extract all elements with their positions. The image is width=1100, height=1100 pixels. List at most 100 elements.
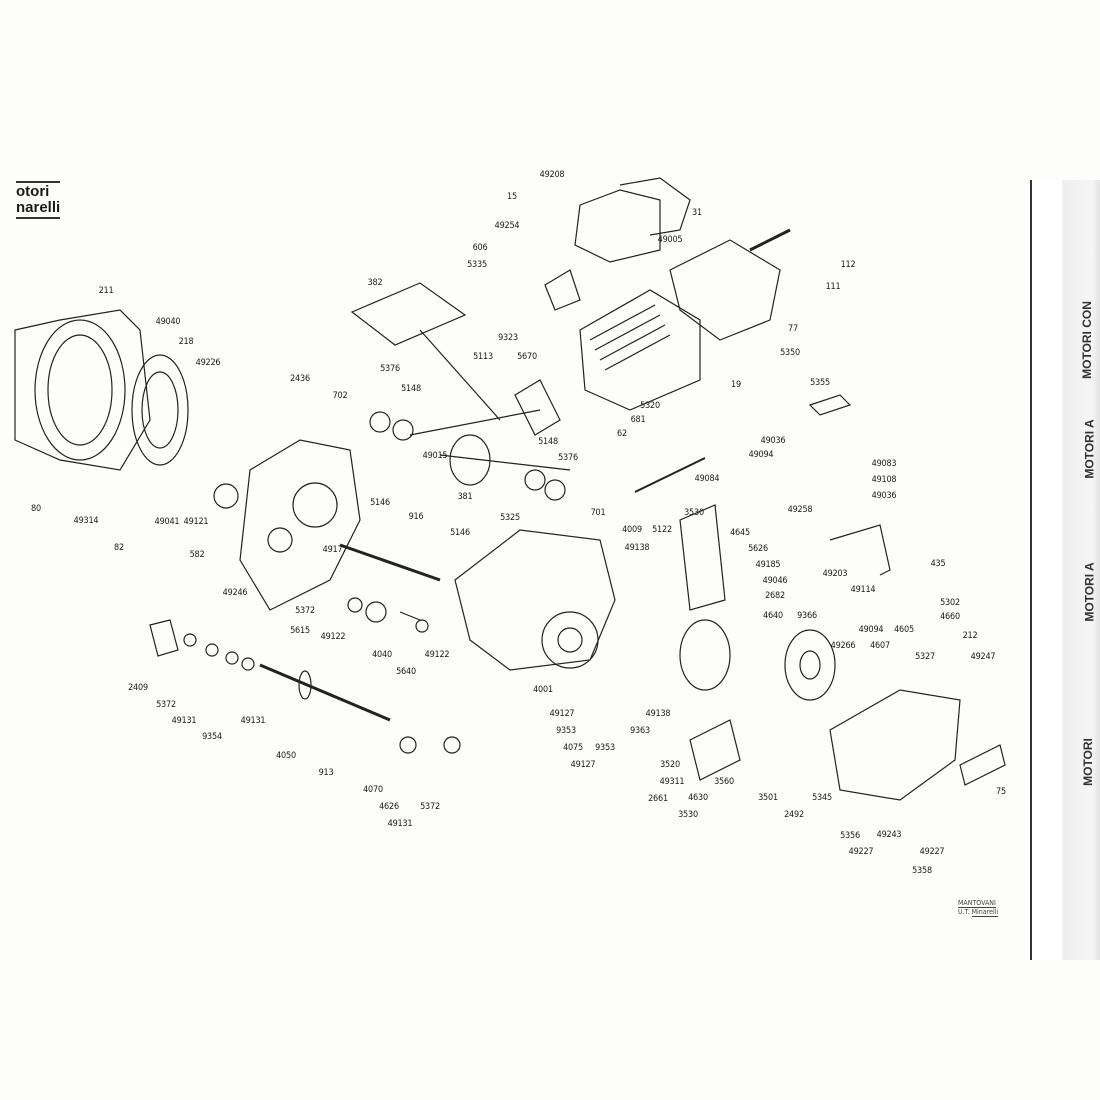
part-label-5113: 5113 [473,352,493,362]
part-label-5146: 5146 [450,528,470,538]
gasket-75-shape [959,744,1006,786]
right-crankcase-shape [454,529,616,671]
stator-shape [131,354,189,466]
part-label-5372: 5372 [156,700,176,710]
part-label-5148: 5148 [401,384,421,394]
side-text-2: MOTORI A [1082,419,1097,479]
stamp-prefix: U.T. [958,908,970,916]
part-label-49314: 49314 [73,516,99,526]
part-label-4605: 4605 [894,625,914,635]
part-label-111: 111 [825,282,841,292]
part-label-9353: 9353 [556,726,576,736]
side-strip [1030,180,1100,960]
part-label-5327: 5327 [915,652,935,662]
part-label-49138: 49138 [624,543,650,553]
part-label-49138: 49138 [645,709,671,719]
part-label-4001: 4001 [533,685,553,695]
part-label-49094: 49094 [748,450,774,460]
part-label-49015: 49015 [422,451,448,461]
clutch-shoe-shape [679,504,726,611]
part-label-82: 82 [114,543,124,553]
exhaust-flange-shape [808,394,852,416]
sprocket-shape [213,483,239,509]
part-label-4626: 4626 [379,802,399,812]
part-label-2409: 2409 [128,683,148,693]
part-label-77: 77 [788,324,798,334]
part-label-4640: 4640 [763,611,783,621]
part-label-49040: 49040 [155,317,181,327]
part-label-49254: 49254 [494,221,520,231]
part-label-4607: 4607 [870,641,890,651]
main-shaft-shape [259,663,391,722]
part-label-2436: 2436 [290,374,310,384]
part-label-5302: 5302 [940,598,960,608]
logo-line-1: otori [16,183,50,200]
part-label-49083: 49083 [871,459,897,469]
part-label-5372: 5372 [295,606,315,616]
approval-stamp: MANTOVANI U.T. Minarelli [958,899,999,917]
part-label-49108: 49108 [871,475,897,485]
part-label-3530: 3530 [684,508,704,518]
crankshaft-shape [409,409,571,471]
part-label-49177: 49177 [322,545,348,555]
part-label-5350: 5350 [780,348,800,358]
part-label-49131: 49131 [387,819,413,829]
logo-line-2: narelli [16,199,61,216]
part-label-49094: 49094 [858,625,884,635]
part-label-49122: 49122 [424,650,450,660]
part-label-2661: 2661 [648,794,668,804]
part-label-5355: 5355 [810,378,830,388]
part-label-3501: 3501 [758,793,778,803]
part-label-913: 913 [318,768,334,778]
part-label-49266: 49266 [830,641,856,651]
part-label-5626: 5626 [748,544,768,554]
part-label-5148: 5148 [538,437,558,447]
part-label-681: 681 [630,415,646,425]
part-label-19: 19 [731,380,741,390]
part-label-702: 702 [332,391,348,401]
part-label-5320: 5320 [640,401,660,411]
part-label-9363: 9363 [630,726,650,736]
bush-shape [149,619,179,657]
part-label-49208: 49208 [539,170,565,180]
minarelli-logo: otori narelli [16,181,61,219]
part-label-112: 112 [840,260,856,270]
stud-shape [634,457,706,493]
gear-shape [541,611,599,669]
part-label-49127: 49127 [570,760,596,770]
part-label-75: 75 [996,787,1006,797]
carburettor-shape [574,189,661,263]
part-label-3560: 3560 [714,777,734,787]
side-text-3: MOTORI A [1082,562,1097,622]
part-label-31: 31 [692,208,702,218]
part-label-49127: 49127 [549,709,575,719]
cylinder-head-shape [669,239,781,341]
part-label-582: 582 [189,550,205,560]
part-label-62: 62 [617,429,627,439]
part-label-49122: 49122 [320,632,346,642]
part-label-49243: 49243 [876,830,902,840]
part-label-381: 381 [457,492,473,502]
part-label-49227: 49227 [848,847,874,857]
part-label-49185: 49185 [755,560,781,570]
part-label-211: 211 [98,286,114,296]
part-label-49036: 49036 [760,436,786,446]
conrod-box [350,282,467,346]
part-label-49084: 49084 [694,474,720,484]
part-label-3530: 3530 [678,810,698,820]
clutch-plate-shape [689,719,741,781]
part-label-2492: 2492 [784,810,804,820]
part-label-5358: 5358 [912,866,932,876]
part-label-3520: 3520 [660,760,680,770]
part-label-2682: 2682 [765,591,785,601]
part-label-5615: 5615 [290,626,310,636]
part-label-5670: 5670 [517,352,537,362]
flywheel-shape [34,319,126,461]
part-label-15: 15 [507,192,517,202]
part-label-4009: 4009 [622,525,642,535]
part-label-218: 218 [178,337,194,347]
stamp-name: Minarelli [971,908,999,917]
side-text-1: MOTORI CON [1079,301,1094,379]
part-label-80: 80 [31,504,41,514]
